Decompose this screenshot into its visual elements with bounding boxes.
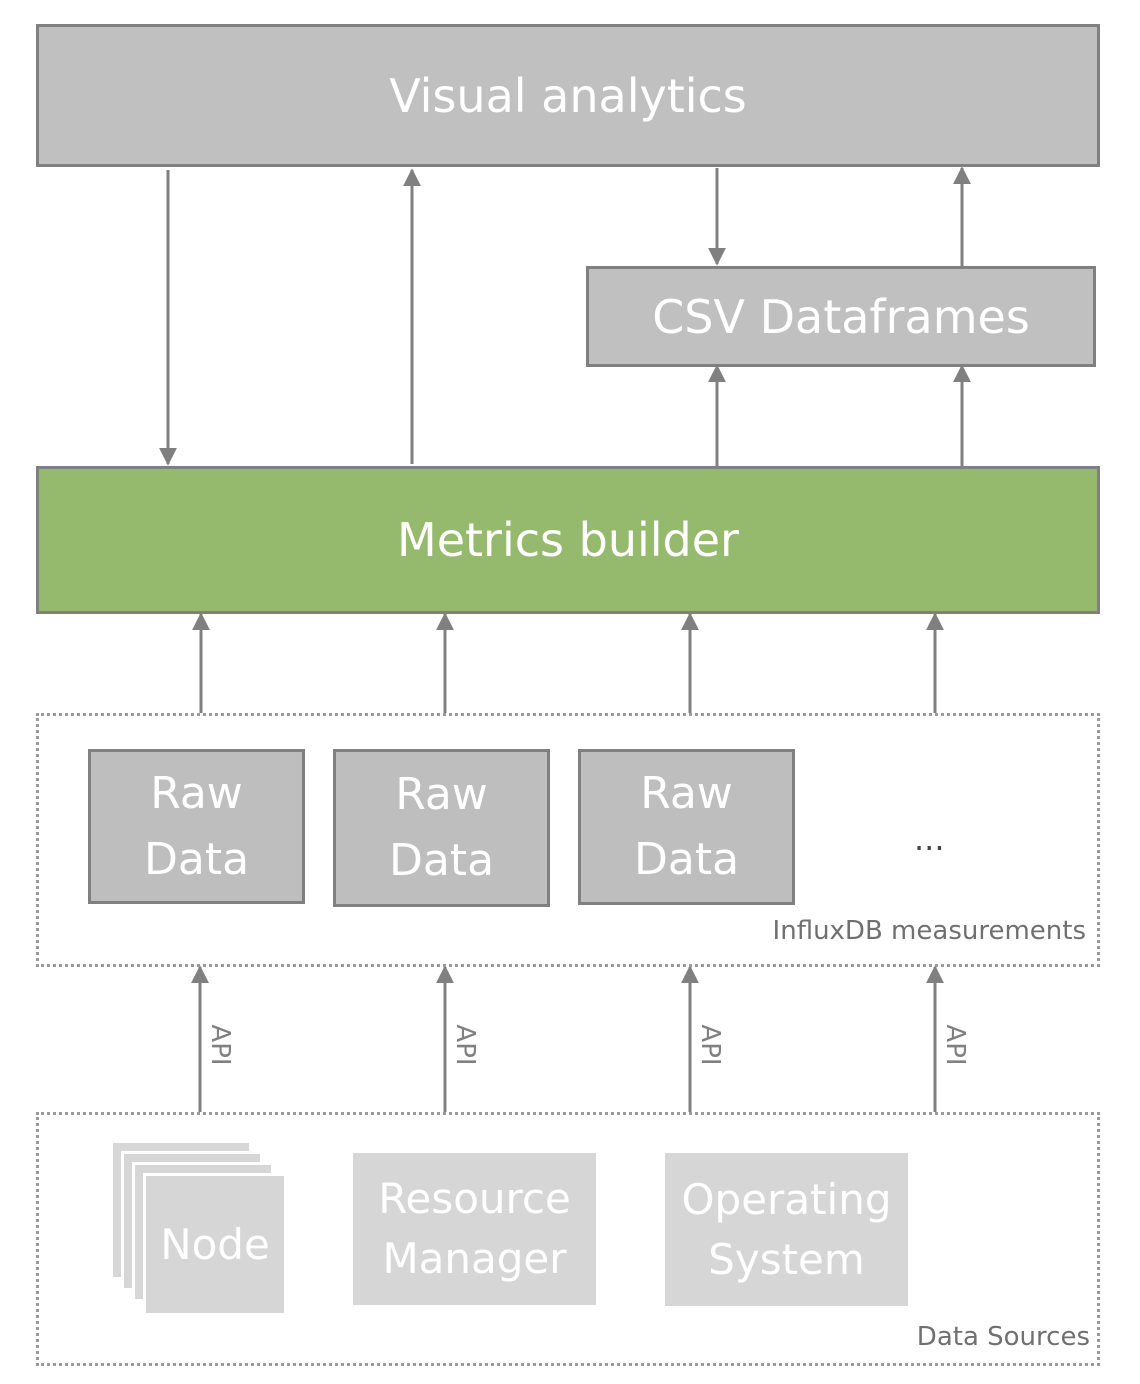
api-label-2: API [450, 1024, 480, 1066]
operating-system-box: Operating System [665, 1153, 908, 1306]
resource-manager-box: Resource Manager [353, 1153, 596, 1305]
metrics-builder-box: Metrics builder [36, 466, 1100, 614]
data-sources-caption: Data Sources [916, 1322, 1090, 1352]
operating-system-label: Operating System [681, 1174, 892, 1284]
raw-data-label: Raw Data [633, 768, 740, 885]
raw-data-label: Raw Data [143, 767, 250, 885]
visual-analytics-label: Visual analytics [389, 68, 747, 123]
more-items-ellipsis: ... [914, 820, 945, 858]
visual-analytics-box: Visual analytics [36, 24, 1100, 167]
influxdb-caption: InfluxDB measurements [772, 916, 1086, 946]
api-label-1: API [205, 1024, 235, 1066]
influxdb-measurements-group [36, 713, 1100, 967]
api-label-4: API [940, 1024, 970, 1066]
csv-dataframes-box: CSV Dataframes [586, 266, 1096, 367]
metrics-builder-label: Metrics builder [397, 513, 739, 567]
raw-data-box-3: Raw Data [578, 749, 795, 905]
node-label: Node [160, 1219, 270, 1269]
api-label-3: API [695, 1024, 725, 1066]
raw-data-box-2: Raw Data [333, 749, 550, 907]
csv-dataframes-label: CSV Dataframes [652, 289, 1030, 344]
resource-manager-label: Resource Manager [378, 1174, 571, 1283]
node-box: Node [143, 1173, 287, 1316]
raw-data-box-1: Raw Data [88, 749, 305, 904]
raw-data-label: Raw Data [388, 769, 495, 886]
data-sources-group [36, 1112, 1100, 1366]
